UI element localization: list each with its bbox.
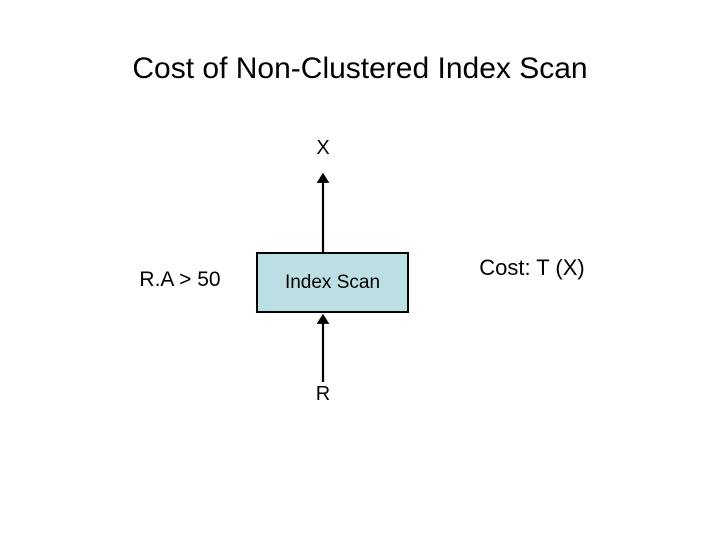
index-scan-operator-label: Index Scan <box>284 271 381 293</box>
page-title: Cost of Non-Clustered Index Scan <box>132 52 588 85</box>
output-label-x: X <box>316 137 330 159</box>
cost-label: Cost: T (X) <box>479 255 585 280</box>
index-scan-operator-box: Index Scan <box>256 252 409 313</box>
input-label-r: R <box>315 383 331 405</box>
predicate-label: R.A > 50 <box>139 268 221 291</box>
